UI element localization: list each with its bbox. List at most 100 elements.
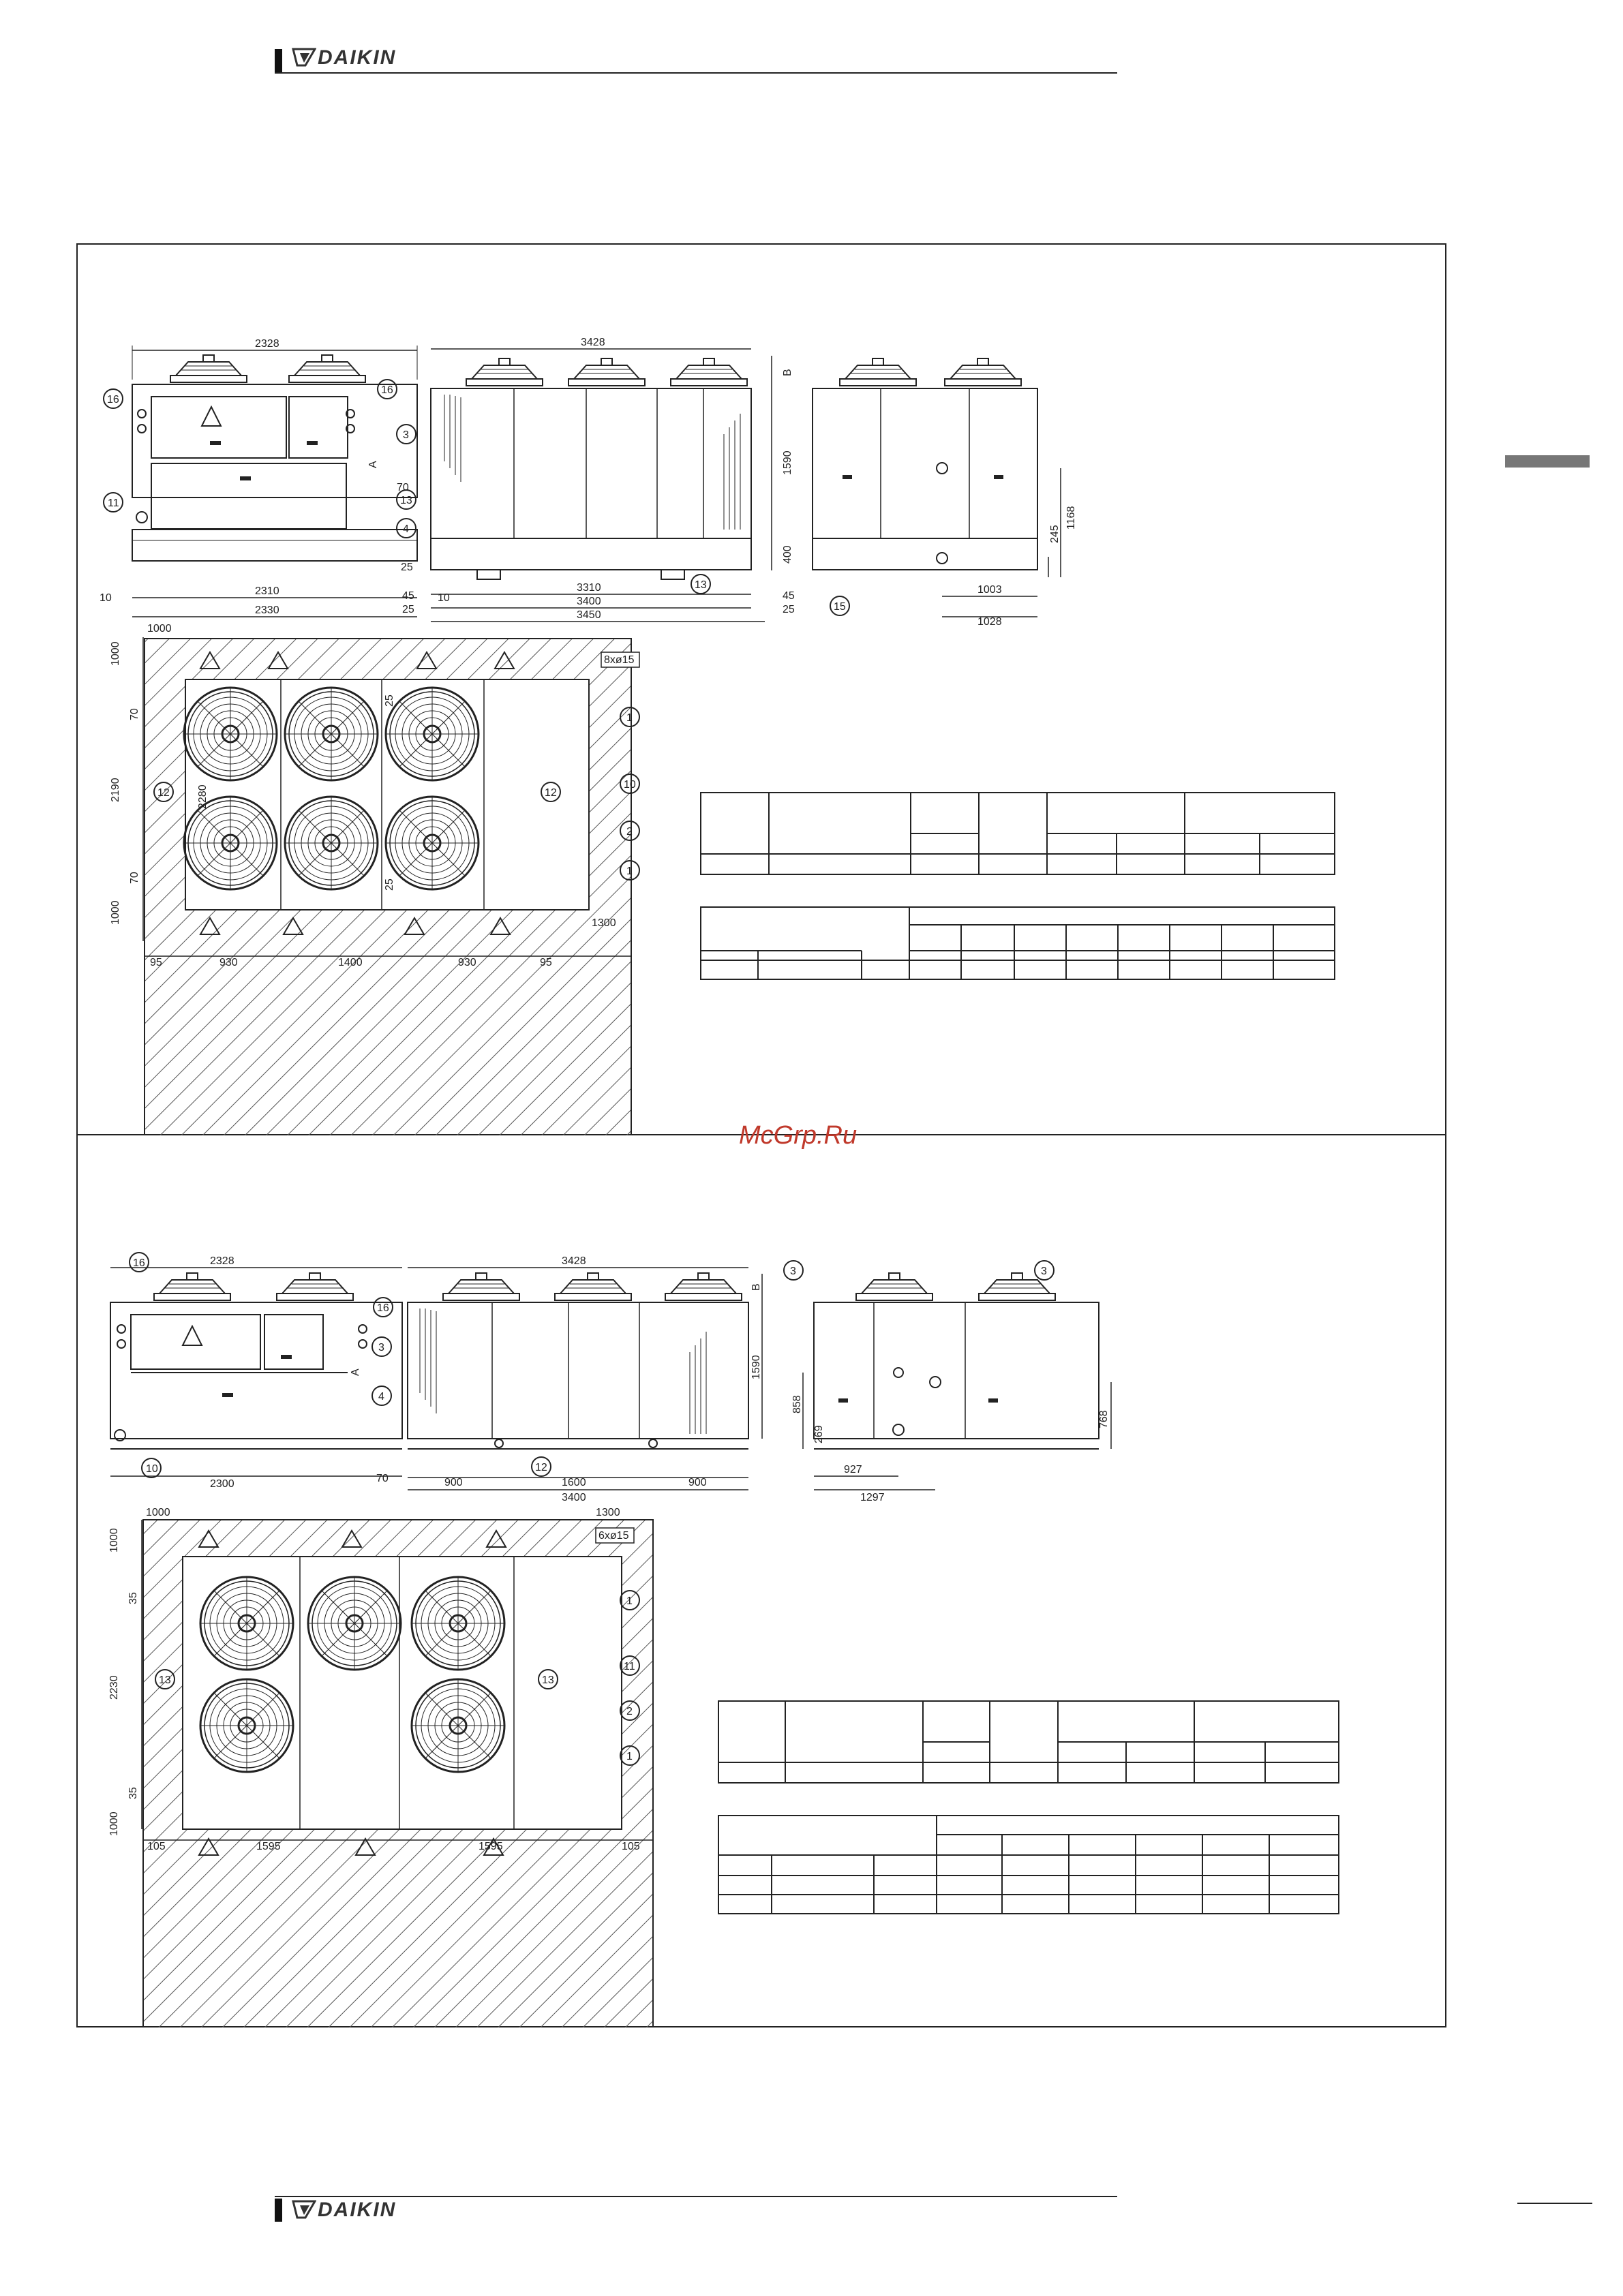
daikin-logo-icon [292,48,316,67]
footer-logo-bar [275,2199,282,2222]
dim-b-side-length: 3428 [562,1255,586,1267]
dim-b-rear-927: 927 [844,1464,862,1475]
dim-rear-1168: 1168 [1065,506,1077,530]
technical-drawing-b: 2328 2300 A 16 16 10 3428 1590 B 70 900 … [108,1252,1339,2027]
dim-side-length: 3428 [581,337,605,348]
dim-b-plan-clear-right: 1300 [596,1507,620,1518]
dim-plan-70-bottom: 70 [129,872,140,884]
dim-plan-25-bottom: 25 [384,878,395,891]
dim-side-h-main: 1590 [782,450,793,475]
rear-view-a: 1168 245 1003 1028 15 [812,358,1077,628]
dim-b-front-width: 2328 [210,1255,234,1267]
dim-side-3450: 3450 [577,609,601,621]
dim-b-plan-105-right: 105 [622,1841,640,1852]
dim-side-3310: 3310 [577,582,601,594]
dim-side-45-right: 45 [783,590,795,602]
section-tab-marker [1505,455,1590,468]
callout-13-right: 12 [545,787,557,799]
dim-b-plan-35-bottom: 35 [127,1787,139,1799]
dim-plan-70-top: 70 [129,708,140,720]
footer-brand: DAIKIN [318,2199,397,2221]
dim-plan-clear-left: 1000 [147,623,172,634]
dim-b-rear-269: 269 [813,1425,825,1443]
dim-side-h-base: 400 [782,545,793,564]
table-a1 [700,792,1335,875]
dim-plan-930-left: 930 [219,957,238,968]
dim-b-side-h-top: B [750,1283,762,1291]
dim-plan-clear-top: 1000 [110,641,121,666]
dim-rear-245: 245 [1049,525,1061,543]
callout-b-3-side: 3 [378,1342,384,1353]
dim-b-front-base: 2300 [210,1478,234,1490]
front-view-b: 2328 2300 A 16 16 10 [110,1252,403,1490]
rear-view-b: 858 269 768 927 1297 3 3 [783,1260,1112,1503]
callout-b-13-right: 13 [542,1674,554,1686]
dim-rear-1028: 1028 [977,616,1002,628]
callout-2: 2 [626,826,633,838]
callout-10: 10 [624,779,636,791]
dim-b-plan-1595-left: 1595 [256,1841,281,1852]
watermark-text: McGrp.Ru [739,1121,858,1150]
header-brand: DAIKIN [318,46,397,69]
technical-drawing-a: 2328 2310 2330 10 10 A 16 16 11 3428 159… [100,337,1335,1135]
dim-side-25-right: 25 [783,604,795,615]
callout-b-1-top: 1 [626,1595,633,1607]
callout-b-3-right: 3 [1041,1266,1047,1277]
dim-side-45-left: 45 [402,590,414,602]
footer-right-rule [1517,2203,1592,2204]
callout-12-left: 13 [400,495,412,506]
callout-1-bottom: 1 [626,866,633,877]
callout-16-right: 16 [381,384,393,396]
plan-holes-label-b: 6xø15 [598,1530,629,1542]
callout-b-3-left: 3 [790,1266,796,1277]
callout-b-16-left: 16 [133,1257,145,1269]
dim-plan-depth: 2280 [197,784,209,809]
dim-b-rear-1297: 1297 [860,1492,885,1503]
dim-b-side-1600: 1600 [562,1477,586,1488]
dim-b-plan-height: 2230 [108,1675,120,1700]
dim-side-gap-70: 70 [397,482,409,493]
dim-plan-95-left: 95 [150,957,162,968]
dim-b-plan-105-left: 105 [147,1841,166,1852]
dim-b-side-70: 70 [376,1473,389,1484]
side-view-a: 3428 1590 B 400 70 25 3310 3400 3450 45 … [396,337,795,622]
front-view-a: 2328 2310 2330 10 10 A 16 16 11 [100,338,450,617]
plan-view-b: 1000 2230 1000 35 35 1000 1300 105 1595 … [108,1507,654,2027]
dim-b-side-900-left: 900 [444,1477,463,1488]
dim-side-3400: 3400 [577,596,601,607]
dim-b-side-h-main: 1590 [750,1355,762,1379]
table-b2 [718,1815,1339,1914]
dim-plan-height: 2190 [110,778,121,802]
dim-b-rear-768: 768 [1098,1410,1110,1428]
table-b1 [718,1700,1339,1784]
dim-plan-25-top: 25 [384,694,395,707]
dim-front-width: 2328 [255,338,279,350]
callout-b-10: 11 [624,1661,635,1672]
callout-b-11: 10 [146,1463,158,1475]
dim-plan-clear-right: 1300 [592,917,616,929]
dim-b-plan-clear-top: 1000 [108,1528,120,1552]
callout-b-1-bottom: 1 [626,1751,633,1762]
dim-front-edge-right: 10 [438,592,450,604]
dim-side-gap-25: 25 [401,562,413,573]
dim-b-rear-858: 858 [791,1395,803,1413]
plan-holes-label-a: 8xø15 [604,654,635,666]
dim-b-plan-clear-bottom: 1000 [108,1811,120,1836]
dim-rear-1003: 1003 [977,584,1002,596]
table-a2 [700,906,1335,980]
dim-front-height: A [367,461,379,468]
dim-b-front-height: A [350,1368,361,1376]
plan-view-a: 1000 2190 1000 70 70 2280 25 25 1000 130… [110,623,640,1135]
dim-front-edge-left: 10 [100,592,112,604]
dim-side-25-left: 25 [402,604,414,615]
callout-b-13-left: 13 [159,1674,171,1686]
dim-plan-95-right: 95 [540,957,552,968]
dim-b-side-900-right: 900 [688,1477,707,1488]
callout-11: 11 [108,498,119,509]
callout-16-left: 16 [107,394,119,405]
daikin-logo-icon [292,2200,316,2219]
dim-front-base: 2330 [255,604,279,616]
dim-front-inner: 2310 [255,585,279,597]
header-rule [275,72,1117,74]
footer-rule [275,2196,1117,2197]
